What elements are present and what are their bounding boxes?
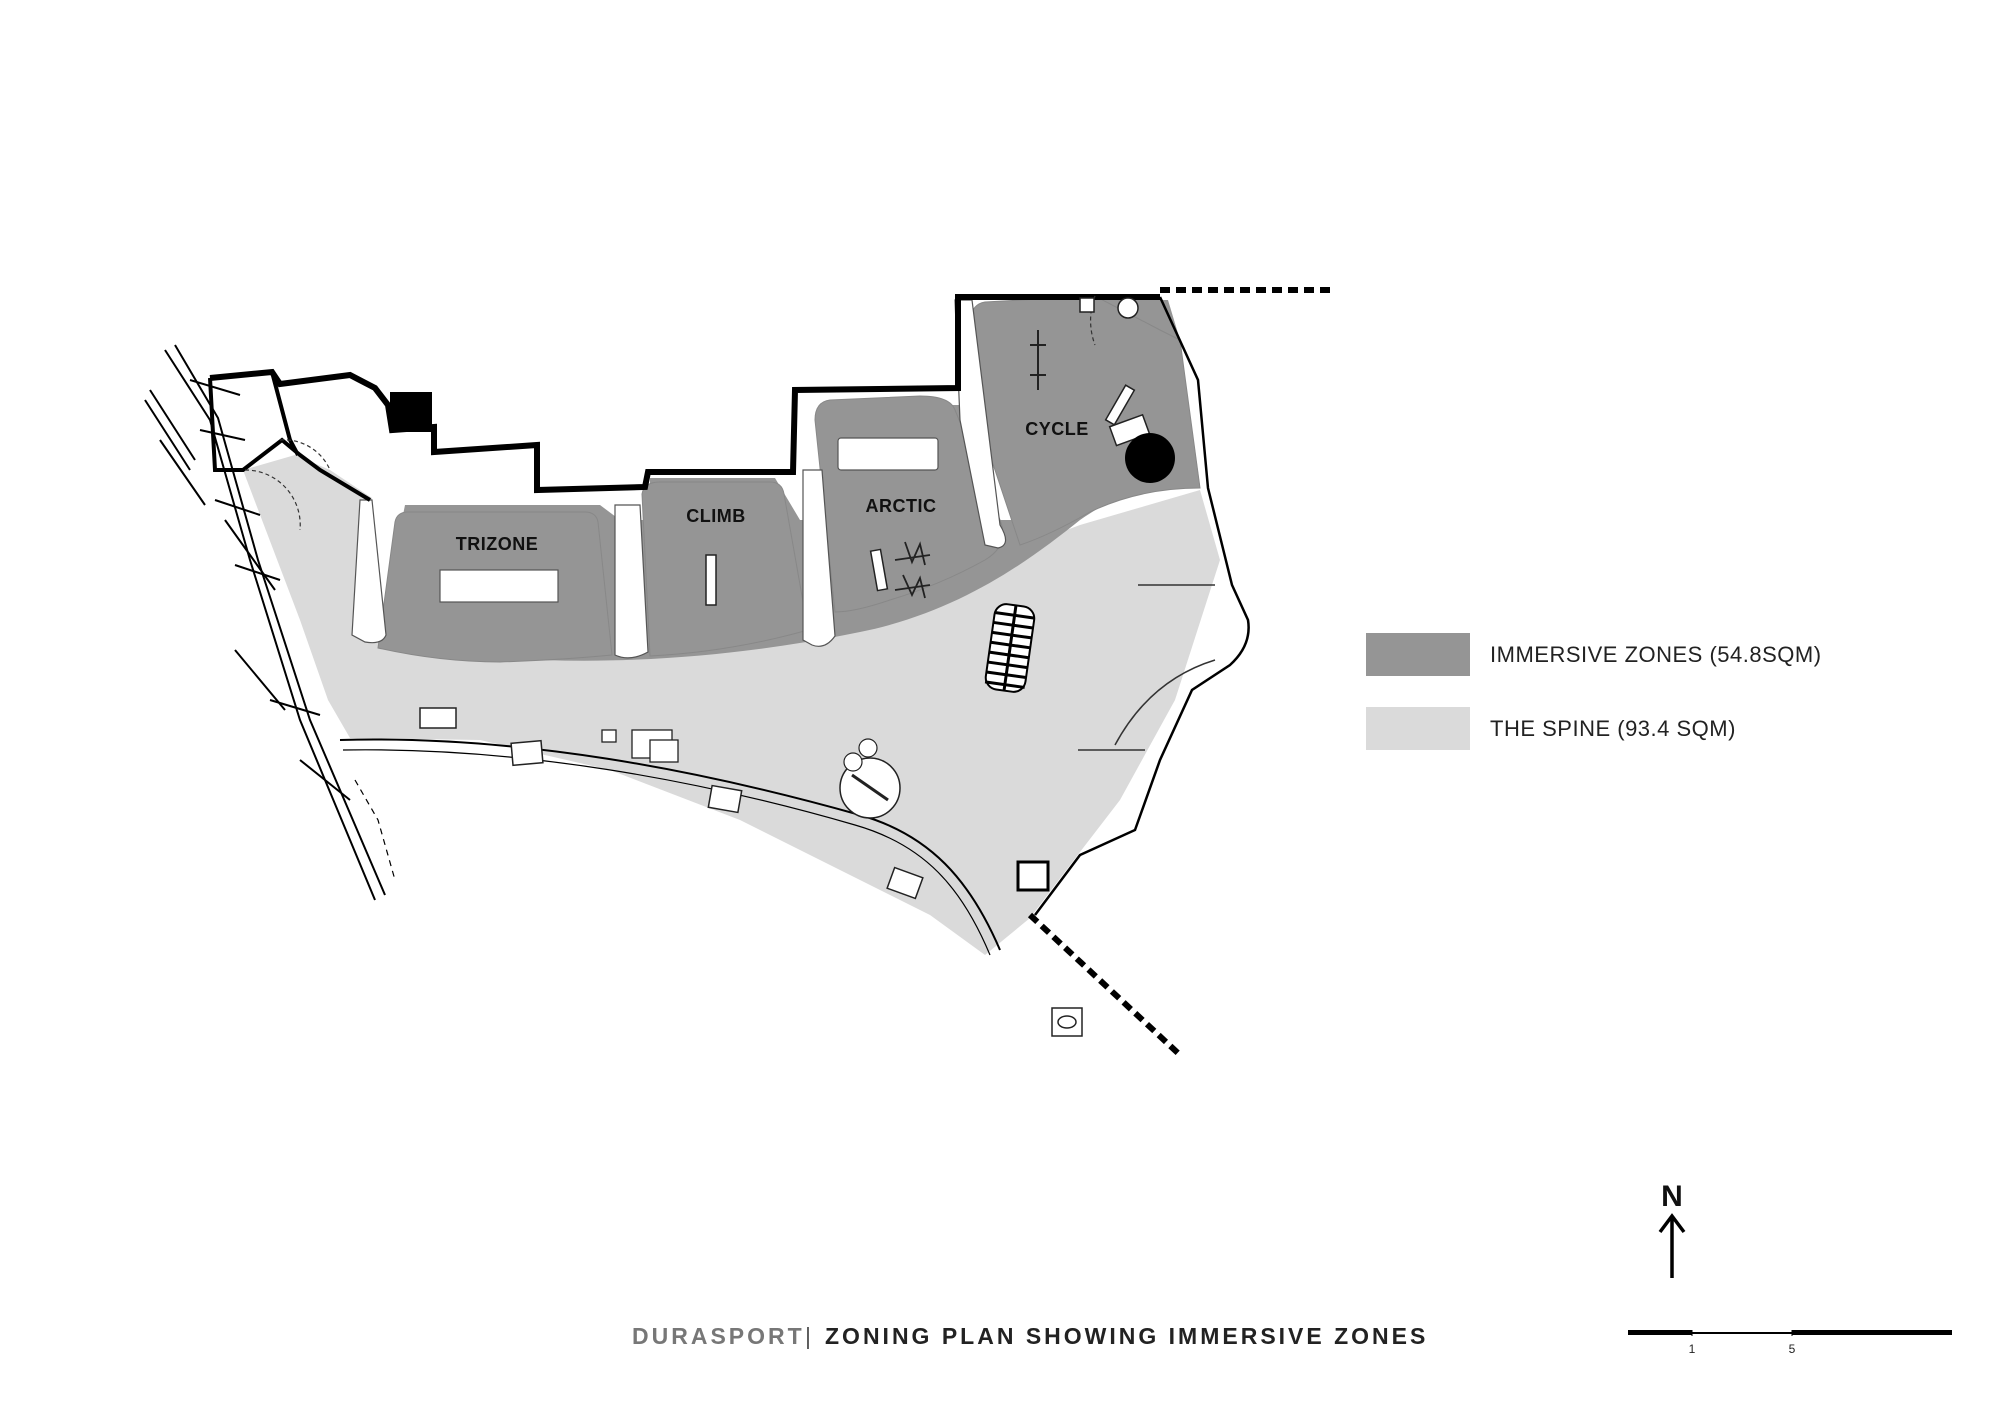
trizone-table (439, 569, 559, 603)
zone-label-arctic: ARCTIC (866, 496, 937, 516)
scale-bar: 1 5 (1628, 1330, 1952, 1356)
west-facade-dashed (354, 779, 396, 881)
exterior-wall-north (209, 294, 1160, 494)
door-swings-west (244, 295, 1096, 531)
cycle-bench-icon (1104, 384, 1136, 426)
scale-tick-5: 5 (1789, 1342, 1796, 1356)
round-platform-icon (1125, 433, 1175, 483)
corner-column-icon (1117, 297, 1139, 319)
exterior-planter-bowl (1057, 1015, 1077, 1029)
corner-box-icon (1079, 297, 1095, 313)
service-column (390, 392, 432, 432)
west-facade-struts (144, 344, 386, 901)
ski-machine-icon (894, 541, 931, 599)
tyre-display-icon (984, 603, 1036, 693)
drawing-title: DURASPORT | ZONING PLAN SHOWING IMMERSIV… (632, 1323, 1428, 1349)
legend-swatch-spine (1366, 707, 1470, 750)
arctic-table (837, 437, 939, 471)
title-project: DURASPORT (632, 1323, 805, 1349)
legend-label-spine: THE SPINE (93.4 SQM) (1490, 716, 1736, 741)
climb-bench-icon (705, 554, 717, 606)
wall-door-swing-east (1078, 584, 1216, 751)
pod-partitions (351, 299, 1007, 659)
legend: IMMERSIVE ZONES (54.8SQM) THE SPINE (93.… (1366, 633, 1822, 750)
exterior-wall-south-curve-inner (342, 749, 991, 956)
zone-label-cycle: CYCLE (1025, 419, 1089, 439)
arctic-bench-icon (869, 548, 889, 592)
spin-bike-icon (1030, 330, 1046, 390)
north-arrow-icon: N (1658, 1180, 1686, 1278)
legend-label-immersive: IMMERSIVE ZONES (54.8SQM) (1490, 642, 1822, 667)
boundary-dashed-south (1027, 912, 1183, 1058)
exterior-wall-east (1034, 296, 1250, 916)
title-separator: | (805, 1323, 811, 1349)
exterior-planter-icon (1051, 1007, 1083, 1037)
sofa-arm-icon (649, 739, 679, 763)
scale-tick-1: 1 (1689, 1342, 1696, 1356)
stool-icon (601, 729, 617, 743)
zone-label-climb: CLIMB (686, 506, 746, 526)
curve-window-fixtures (510, 739, 924, 900)
title-subject: ZONING PLAN SHOWING IMMERSIVE ZONES (825, 1323, 1428, 1349)
zone-label-trizone: TRIZONE (456, 534, 539, 554)
cycle-trainer-icon (1108, 413, 1151, 447)
north-letter: N (1661, 1180, 1683, 1213)
kiosk-icon (419, 707, 457, 729)
exterior-wall-south-curve (339, 738, 1001, 951)
entry-kiosk-icon (1016, 860, 1050, 892)
legend-swatch-immersive (1366, 633, 1470, 676)
round-table-icon (839, 738, 901, 819)
